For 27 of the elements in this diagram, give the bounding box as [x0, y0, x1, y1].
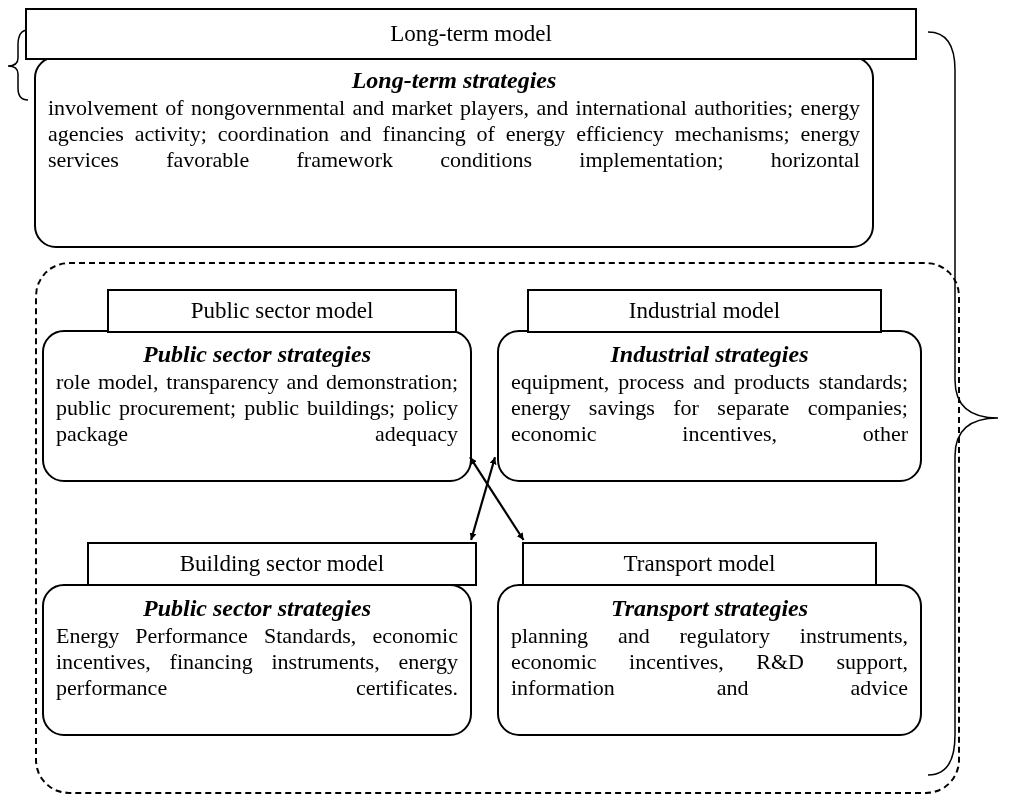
- strategy-heading: Long-term strategies: [350, 66, 558, 95]
- model-title: Long-term model: [390, 21, 552, 47]
- strategy-heading: Public sector strategies: [142, 594, 372, 623]
- strategy-heading: Transport strategies: [609, 594, 810, 623]
- model-title: Transport model: [623, 551, 776, 577]
- strategy-box: [497, 330, 922, 482]
- model-title: Industrial model: [628, 298, 781, 324]
- model-header-box: [107, 289, 457, 333]
- model-header-box: [522, 542, 877, 586]
- strategy-description: equipment, process and products standards; energy savings for separate companies; economic incentives, other: [511, 368, 908, 447]
- double-arrow: [469, 456, 497, 541]
- strategy-heading: Industrial strategies: [609, 340, 810, 369]
- strategy-box: [42, 584, 472, 736]
- model-title: Building sector model: [179, 551, 385, 577]
- double-arrow: [469, 456, 525, 541]
- model-header-box: [25, 8, 917, 60]
- strategy-description: role model, transparency and demonstration; public procurement; public buildings; policy package adequacy: [56, 368, 458, 447]
- model-title: Public sector model: [190, 298, 374, 324]
- strategy-description: planning and regulatory instruments, economic incentives, R&D support, information and advice: [511, 622, 908, 701]
- strategy-heading: Public sector strategies: [142, 340, 372, 369]
- strategy-box: [497, 584, 922, 736]
- strategy-description: involvement of nongovernmental and market players, and international authorities; energy agencies activity; coordination and financing of energy efficiency mechanisms; energy services favorable framework conditions implementation; horizontal: [48, 94, 860, 173]
- model-header-box: [87, 542, 477, 586]
- dashed-group-outline: [35, 262, 960, 794]
- model-header-box: [527, 289, 882, 333]
- strategy-description: Energy Performance Standards, economic incentives, financing instruments, energy performance certificates.: [56, 622, 458, 701]
- strategy-box: [42, 330, 472, 482]
